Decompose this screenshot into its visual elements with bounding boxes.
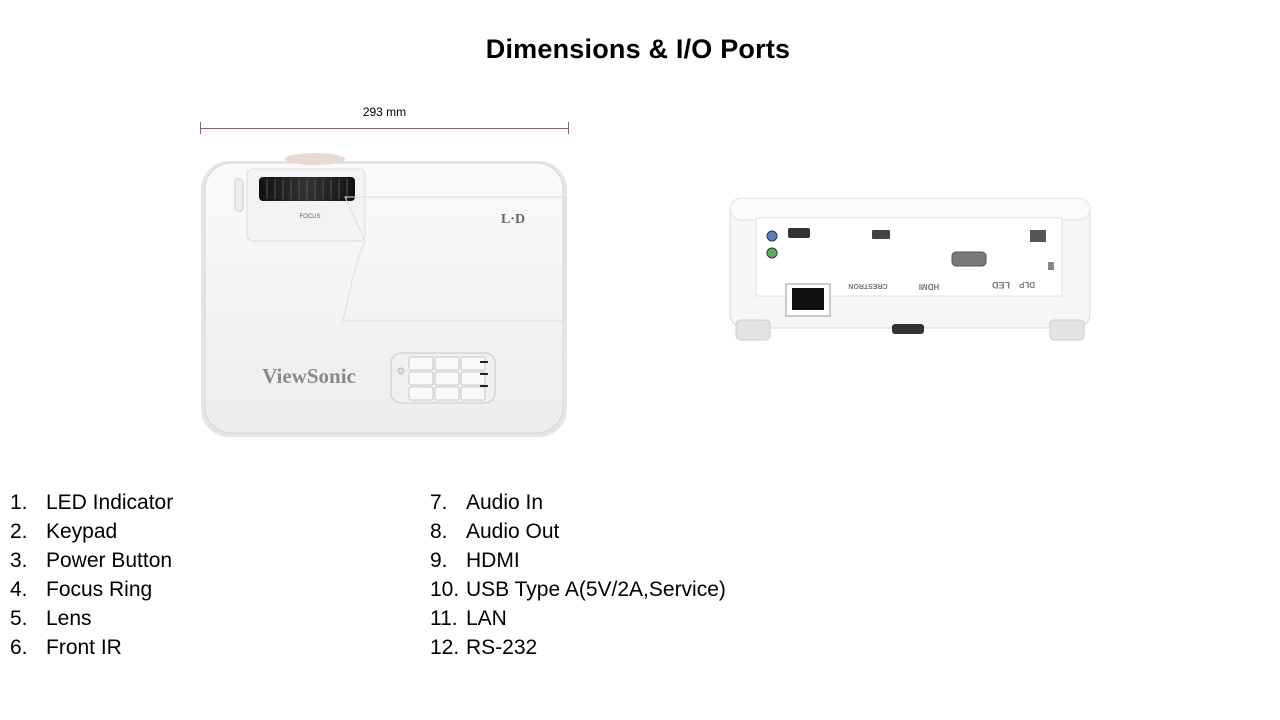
- list-item: 1. LED Indicator: [10, 488, 173, 517]
- list-item-label: Power Button: [46, 548, 173, 572]
- led-logo-rear: LED: [991, 280, 1010, 290]
- width-dimension-label: 293 mm: [362, 105, 407, 119]
- list-item: 3. Power Button: [10, 546, 173, 575]
- list-item-number: 6.: [10, 635, 28, 659]
- feature-list-right: 7. Audio In 8. Audio Out 9. HDMI 10.USB Typ…: [430, 488, 726, 662]
- list-item: 2. Keypad: [10, 517, 173, 546]
- width-dimension-line: [200, 128, 569, 129]
- dlp-logo: DLP: [1018, 280, 1035, 289]
- list-item-number: 1.: [10, 490, 28, 514]
- feature-list-left: 1.LED Indicator 2.Keypad 3.Power Button …: [10, 488, 173, 662]
- list-item-number: 7.: [430, 490, 448, 514]
- list-item: 4. Focus Ring: [10, 575, 173, 604]
- focus-label: FOCUS: [300, 214, 321, 220]
- list-item-label: RS-232: [466, 635, 538, 659]
- top-panel-seam: [342, 196, 566, 322]
- width-dimension-tick-left: [200, 122, 201, 134]
- list-item-label: USB Type A(5V/2A,Service): [466, 577, 726, 601]
- audio-in-port: [766, 230, 778, 242]
- list-item: 8. Audio Out: [430, 517, 726, 546]
- led-logo: L·D: [501, 212, 525, 227]
- list-item-number: 12.: [430, 635, 460, 659]
- list-item-label: Focus Ring: [46, 577, 153, 601]
- hdmi-logo: HDMI: [919, 282, 939, 291]
- list-item-number: 3.: [10, 548, 28, 572]
- left-foot: [735, 319, 771, 341]
- projector-top-view: FOCUS L·D ViewSonic: [201, 153, 567, 437]
- crestron-logo: CRESTRON: [848, 282, 887, 289]
- list-item: 7. Audio In: [430, 488, 726, 517]
- audio-out-port: [766, 247, 778, 259]
- list-item-label: Audio Out: [466, 519, 560, 543]
- power-inlet: [792, 288, 824, 310]
- list-item-number: 11.: [430, 606, 458, 630]
- list-item-label: Audio In: [466, 490, 544, 514]
- brand-logo: ViewSonic: [262, 364, 356, 388]
- list-item: 12.RS-232: [430, 633, 726, 662]
- list-item-label: Keypad: [46, 519, 118, 543]
- list-item-label: Lens: [46, 606, 92, 630]
- list-item-label: HDMI: [466, 548, 520, 572]
- list-item-number: 8.: [430, 519, 448, 543]
- list-item-number: 9.: [430, 548, 448, 572]
- lan-port: [1030, 230, 1046, 242]
- list-item-number: 2.: [10, 519, 28, 543]
- center-foot: [892, 324, 924, 334]
- list-item: 9. HDMI: [430, 546, 726, 575]
- keypad-keys: [408, 356, 486, 401]
- rs232-port: [951, 251, 987, 267]
- list-item-label: LED Indicator: [46, 490, 174, 514]
- led-bars: [480, 361, 488, 387]
- list-item: 6. Front IR: [10, 633, 173, 662]
- list-item-label: Front IR: [46, 635, 122, 659]
- list-item: 10.USB Type A(5V/2A,Service): [430, 575, 726, 604]
- page-title: Dimensions & I/O Ports: [485, 34, 791, 64]
- power-button: [397, 367, 405, 375]
- kensington-slot: [1048, 262, 1054, 270]
- led-indicator: [234, 178, 244, 212]
- hdmi-port: [788, 228, 810, 238]
- list-item-label: LAN: [466, 606, 507, 630]
- projector-rear-view: CRESTRON HDMI LED DLP: [729, 197, 1091, 341]
- list-item: 11. LAN: [430, 604, 726, 633]
- list-item-number: 5.: [10, 606, 28, 630]
- list-item-number: 4.: [10, 577, 28, 601]
- lens-cap: [285, 153, 345, 165]
- list-item-number: 10.: [430, 577, 460, 601]
- usb-port: [872, 230, 890, 239]
- width-dimension-tick-right: [568, 122, 569, 134]
- list-item: 5. Lens: [10, 604, 173, 633]
- rear-top-edge: [729, 197, 1091, 221]
- right-foot: [1049, 319, 1085, 341]
